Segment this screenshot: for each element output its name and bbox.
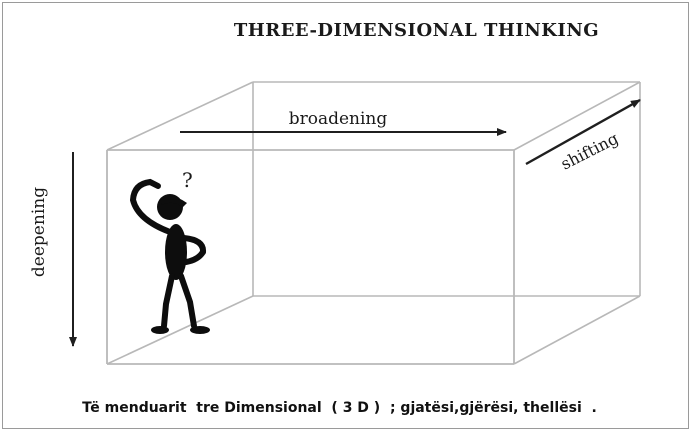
broadening-label: broadening (289, 109, 388, 129)
box-back-face (252, 81, 641, 297)
diagram-title: THREE-DIMENSIONAL THINKING (233, 20, 600, 41)
shifting-arrow (525, 98, 641, 166)
thinking-stick-figure-icon (129, 178, 210, 334)
box-depth-edges (106, 81, 641, 365)
caption-text: Të menduarit tre Dimensional ( 3 D ) ; g… (82, 400, 597, 416)
box-front-face (106, 149, 515, 365)
shifting-label: shifting (558, 129, 622, 174)
question-mark: ? (182, 168, 193, 192)
frame-border (2, 2, 689, 429)
deepening-label: deepening (29, 187, 49, 277)
